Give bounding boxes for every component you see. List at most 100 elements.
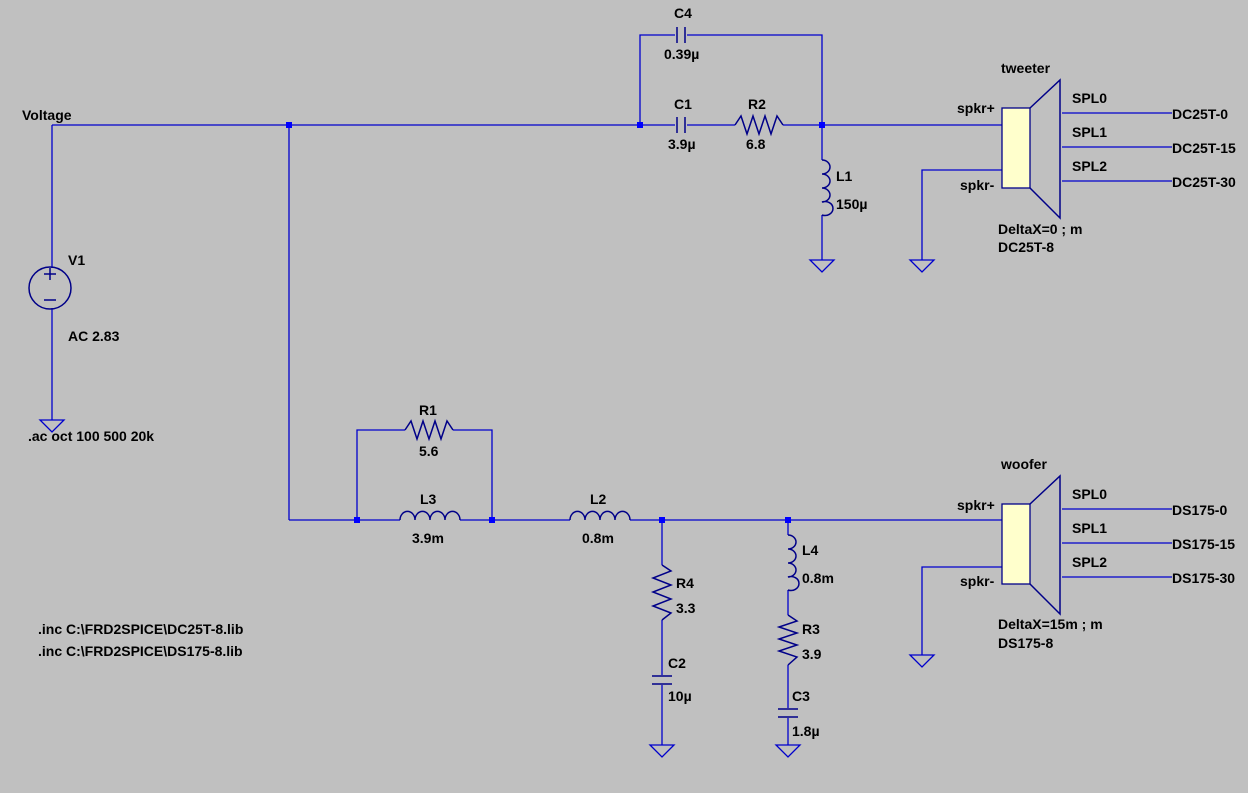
tweeter-spl1: SPL1 <box>1072 124 1107 140</box>
c1-name: C1 <box>674 96 692 112</box>
resistor-r2[interactable] <box>734 113 784 137</box>
l2-name: L2 <box>590 491 607 507</box>
junction <box>354 517 360 523</box>
resistor-icon <box>776 614 800 666</box>
r2-value: 6.8 <box>746 136 766 152</box>
wire-c4-right <box>687 34 823 125</box>
l2-value: 0.8m <box>582 530 614 546</box>
junction <box>659 517 665 523</box>
junctions <box>286 122 825 523</box>
wire-tweeter-minus <box>921 169 1002 260</box>
speaker-cone-icon <box>1029 474 1061 616</box>
woofer-spl0: SPL0 <box>1072 486 1107 502</box>
junction <box>785 517 791 523</box>
l4-name: L4 <box>802 542 819 558</box>
plus-sign-icon <box>44 268 56 280</box>
speaker-icon <box>1001 107 1031 189</box>
junction <box>286 122 292 128</box>
wire-c4-left <box>639 34 675 125</box>
r1-name: R1 <box>419 402 437 418</box>
tweeter-spl2: SPL2 <box>1072 158 1107 174</box>
resistor-r3[interactable] <box>776 614 800 666</box>
inductor-icon <box>569 510 631 521</box>
l3-name: L3 <box>420 491 437 507</box>
wire-r1-right <box>453 429 493 520</box>
voltage-source-v1[interactable] <box>28 266 72 310</box>
junction <box>819 122 825 128</box>
resistor-icon <box>650 564 674 621</box>
tweeter-spl0: SPL0 <box>1072 90 1107 106</box>
tweeter-param: DeltaX=0 ; m <box>998 221 1082 237</box>
r1-value: 5.6 <box>419 443 439 459</box>
speaker-cone-icon <box>1029 78 1061 220</box>
inc-directive-1: .inc C:\FRD2SPICE\DC25T-8.lib <box>38 621 243 637</box>
c1-value: 3.9µ <box>668 136 696 152</box>
woofer-pin-plus: spkr+ <box>957 497 995 513</box>
c4-value: 0.39µ <box>664 46 699 62</box>
inductor-l4[interactable] <box>787 534 800 592</box>
labels: Voltage V1 AC 2.83 .ac oct 100 500 20k .… <box>22 5 1236 739</box>
woofer-net-0: DS175-0 <box>1172 502 1227 518</box>
l4-value: 0.8m <box>802 570 834 586</box>
c3-value: 1.8µ <box>792 723 820 739</box>
woofer-model: DS175-8 <box>998 635 1053 651</box>
c2-value: 10µ <box>668 688 692 704</box>
inductor-icon <box>821 159 834 217</box>
ground-icon <box>38 419 66 433</box>
ground-icon <box>908 259 936 273</box>
tweeter-model: DC25T-8 <box>998 239 1054 255</box>
capacitor-icon <box>778 708 798 718</box>
inductor-l3[interactable] <box>399 510 461 521</box>
source-icon <box>28 266 72 310</box>
v1-value: AC 2.83 <box>68 328 120 344</box>
l1-value: 150µ <box>836 196 867 212</box>
inductor-icon <box>399 510 461 521</box>
r2-name: R2 <box>748 96 766 112</box>
junction <box>489 517 495 523</box>
capacitor-c3[interactable] <box>778 708 798 718</box>
capacitor-icon <box>652 675 672 685</box>
wire-woofer-minus <box>921 566 1002 655</box>
capacitor-icon <box>676 27 686 43</box>
capacitor-c1[interactable] <box>676 117 686 133</box>
speaker-icon <box>1001 503 1031 585</box>
r4-name: R4 <box>676 575 694 591</box>
woofer-pin-minus: spkr- <box>960 573 995 589</box>
junction <box>637 122 643 128</box>
l3-value: 3.9m <box>412 530 444 546</box>
woofer-param: DeltaX=15m ; m <box>998 616 1103 632</box>
woofer-spl1: SPL1 <box>1072 520 1107 536</box>
c2-name: C2 <box>668 655 686 671</box>
tweeter-pin-minus: spkr- <box>960 177 995 193</box>
capacitor-c4[interactable] <box>676 27 686 43</box>
woofer-spl2: SPL2 <box>1072 554 1107 570</box>
net-label-voltage: Voltage <box>22 107 72 123</box>
capacitor-icon <box>676 117 686 133</box>
wires <box>51 34 1172 745</box>
tweeter-net-30: DC25T-30 <box>1172 174 1236 190</box>
inc-directive-2: .inc C:\FRD2SPICE\DS175-8.lib <box>38 643 243 659</box>
ground-icon <box>774 744 802 758</box>
resistor-icon <box>404 418 454 442</box>
l1-name: L1 <box>836 168 853 184</box>
c3-name: C3 <box>792 688 810 704</box>
woofer-net-15: DS175-15 <box>1172 536 1235 552</box>
speaker-woofer[interactable] <box>1001 474 1061 616</box>
capacitor-c2[interactable] <box>652 675 672 685</box>
wire-r1-left <box>356 429 405 520</box>
ac-directive: .ac oct 100 500 20k <box>28 428 154 444</box>
r3-name: R3 <box>802 621 820 637</box>
tweeter-name: tweeter <box>1001 60 1051 76</box>
r3-value: 3.9 <box>802 646 822 662</box>
woofer-name: woofer <box>1000 456 1047 472</box>
resistor-r4[interactable] <box>650 564 674 621</box>
resistor-r1[interactable] <box>404 418 454 442</box>
inductor-l2[interactable] <box>569 510 631 521</box>
ground-icon <box>908 654 936 668</box>
speaker-tweeter[interactable] <box>1001 78 1061 220</box>
r4-value: 3.3 <box>676 600 696 616</box>
inductor-l1[interactable] <box>821 159 834 217</box>
ground-icon <box>648 744 676 758</box>
c4-name: C4 <box>674 5 692 21</box>
